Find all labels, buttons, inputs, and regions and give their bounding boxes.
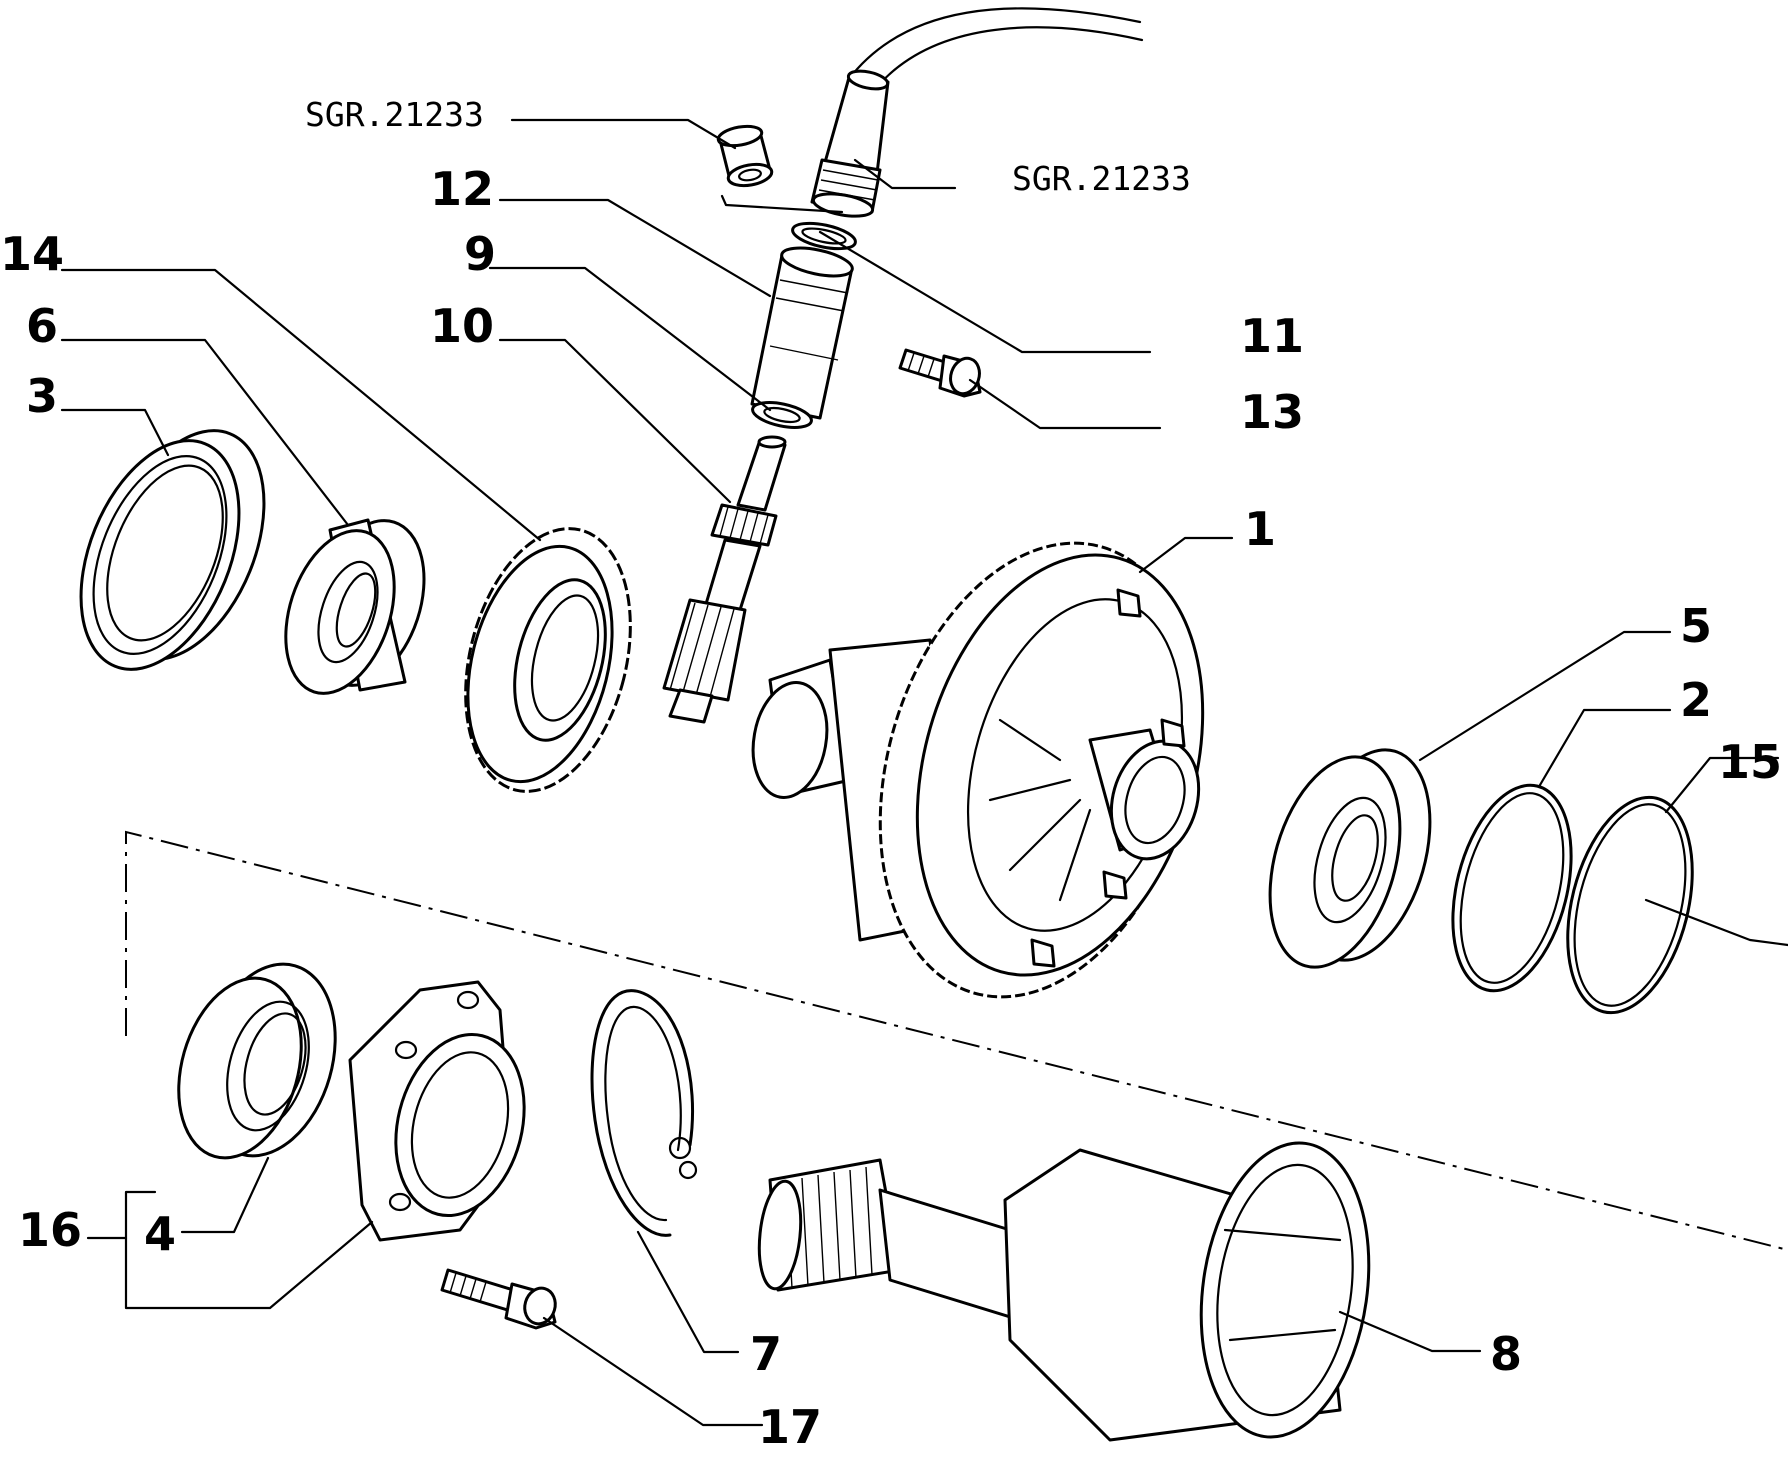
drive-gear-shaft-10 [662, 435, 787, 724]
speedometer-cable [810, 7, 1144, 218]
bearing-6 [284, 518, 426, 695]
flange-housing [348, 980, 526, 1242]
callout-5: 5 [1680, 599, 1712, 653]
cable-nut [716, 124, 774, 188]
callout-1: 1 [1244, 502, 1276, 556]
callout-11: 11 [1240, 309, 1304, 363]
callout-4: 4 [144, 1207, 176, 1261]
bolt-17 [440, 1268, 557, 1330]
callout-10: 10 [430, 299, 494, 353]
speedometer-sleeve-12 [750, 246, 854, 420]
callout-7: 7 [750, 1327, 782, 1381]
bearing-5 [1268, 748, 1432, 969]
drive-shaft-joint-8 [757, 1141, 1371, 1442]
callout-12: 12 [430, 162, 494, 216]
cable-alignment-line [720, 194, 844, 214]
callout-labels: SGR.21233 SGR.21233 12 14 9 6 10 11 3 13… [0, 95, 1782, 1454]
callout-13: 13 [1240, 385, 1304, 439]
circlip-7 [590, 989, 698, 1237]
callout-3: 3 [26, 369, 58, 423]
tool-ref-right-label: SGR.21233 [1012, 159, 1191, 198]
tool-ref-left-label: SGR.21233 [305, 95, 484, 134]
oil-seal-3 [79, 429, 266, 671]
callout-9: 9 [464, 227, 496, 281]
assembly-axis-line [125, 830, 1788, 1251]
callout-8: 8 [1490, 1327, 1522, 1381]
oil-seal-4 [177, 962, 337, 1160]
callout-15: 15 [1718, 735, 1782, 789]
callout-14: 14 [0, 227, 64, 281]
ring-15 [1566, 795, 1694, 1015]
bolt-13 [898, 348, 982, 398]
leader-lines [60, 118, 1788, 1427]
ring-2 [1451, 783, 1573, 993]
callout-17: 17 [758, 1400, 822, 1454]
callout-16: 16 [18, 1203, 82, 1257]
crown-gear-14 [464, 527, 632, 793]
differential-assembly-1 [751, 541, 1205, 999]
callout-2: 2 [1680, 673, 1712, 727]
callout-6: 6 [26, 299, 58, 353]
